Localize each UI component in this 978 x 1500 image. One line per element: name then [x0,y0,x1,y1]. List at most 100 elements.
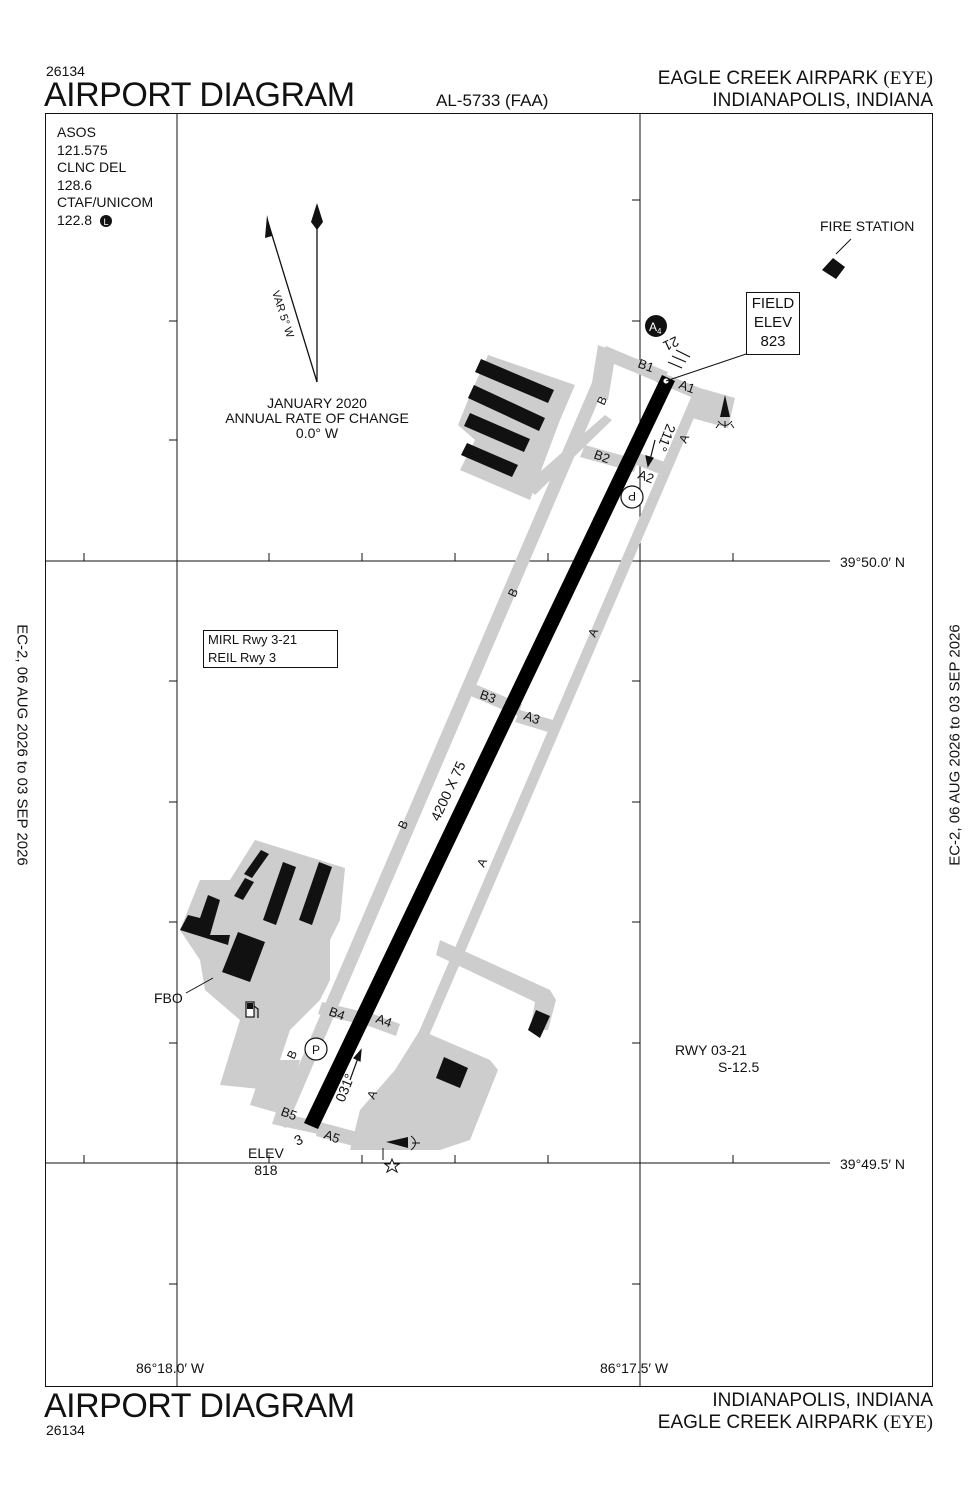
field-elev-label2: ELEV [753,314,793,331]
runway-strength: S-12.5 [718,1059,760,1075]
north-arrows [265,203,323,383]
beacon-star-icon [383,1157,401,1174]
taxiway-label-b-end: B [284,1048,300,1061]
runway-03-21 [304,375,675,1129]
hot-spot-number: 4 [657,327,662,336]
south-east-taxilane [436,940,556,1030]
freq-asos-name: ASOS [57,124,96,140]
field-elev-leader [665,349,759,382]
taxiway-label-a3: A3 [522,708,542,728]
diagram-frame [45,113,933,1387]
taxiway-label-b4: B4 [327,1004,347,1024]
hangar-se1 [436,1057,468,1088]
taxiway-label-b2: B2 [592,447,612,467]
fire-station-label: FIRE STATION [820,218,915,234]
chart-number-top: 26134 [46,63,85,79]
hangar-se2 [528,1010,550,1038]
hangar-sw1 [244,850,269,878]
airport-name-top: EAGLE CREEK AIRPARK (EYE) [658,68,933,90]
fbo-building-b [222,932,265,982]
runway-end-3: 3 [292,1131,306,1149]
field-elev-value: 823 [760,333,786,350]
north-ramp [590,345,616,400]
hangar-sw2 [263,862,296,925]
chart-title-bottom: AIRPORT DIAGRAM [44,1387,355,1425]
fbo-building-a [180,895,230,945]
fuel-icon [245,1001,259,1018]
runway-lighting-box: MIRL Rwy 3-21 REIL Rwy 3 [203,630,338,668]
variation-label: VAR 5° W [269,289,296,340]
south-east-apron [350,1030,498,1150]
true-north-icon [311,203,323,230]
freq-clnc-name: CLNC DEL [57,159,127,175]
taxiway-label-a5: A5 [322,1127,342,1147]
airport-name-bottom-text: EAGLE CREEK AIRPARK [657,1412,879,1433]
chart-number-bottom: 26134 [46,1422,85,1438]
latitude-bottom: 39°49.5′ N [840,1156,906,1172]
coordinate-grid [45,113,830,1387]
parking-south-icon [304,1037,328,1061]
taxiway-label-a-south: A [474,856,490,869]
taxiway-label-b3: B3 [478,687,498,707]
magnetic-change-block: JANUARY 2020 ANNUAL RATE OF CHANGE 0.0° … [217,396,417,441]
north-connector [525,415,612,495]
procedure-id: AL-5733 (FAA) [436,91,549,110]
parking-north-label: P [628,489,636,503]
hangar-sw3 [299,862,332,925]
taxiway-label-a4: A4 [374,1011,394,1031]
fbo-leader [185,977,214,994]
south-east-ramp-strip [395,1100,420,1150]
freq-ctaf-name: CTAF/UNICOM [57,194,154,210]
longitude-right: 86°17.5′ W [600,1360,669,1376]
hangar-n3 [464,413,530,452]
taxiway-b [274,350,618,1128]
reil-light-3 [382,1135,420,1160]
freq-clnc-value: 128.6 [57,176,93,193]
reil-text: REIL Rwy 3 [208,650,277,665]
connector-a4 [363,1012,400,1036]
airport-id-bottom-text: (EYE) [883,1412,933,1433]
fbo-label: FBO [154,990,183,1006]
hangar-sw4 [234,878,254,900]
longitude-left: 86°18.0′ W [136,1360,205,1376]
pavement [180,345,735,1150]
parking-south-label: P [312,1043,320,1057]
reil-light-21 [715,395,735,429]
magnetic-north-icon [265,215,272,238]
freq-asos-value: 121.575 [57,141,108,158]
connector-b5 [272,1112,322,1134]
field-elev-label1: FIELD [751,295,795,312]
hot-spot-a4-icon [645,315,667,337]
fbo-apron-south [250,1060,300,1115]
runway-21-threshold-marks [667,349,691,369]
right-margin-effective-dates: EC-2, 06 AUG 2026 to 03 SEP 2026 [946,624,964,866]
fire-station-building [822,258,845,279]
hangar-n2 [468,385,545,431]
frequency-block: ASOS 121.575 CLNC DEL 128.6 CTAF/UNICOM … [57,124,153,229]
airport-name-bottom: EAGLE CREEK AIRPARK (EYE) [658,1412,933,1434]
fbo-apron [180,840,345,1090]
chart-title-top: AIRPORT DIAGRAM [44,76,355,114]
field-elevation-box: FIELD ELEV 823 [746,292,800,355]
runway-3-elev-label: ELEV [248,1145,284,1161]
buildings [180,258,845,1088]
taxiway-label-a2: A2 [636,467,656,487]
runway-designation: RWY 03-21 [675,1042,747,1058]
ctaf-lighting-letter: L [103,217,108,227]
freq-ctaf-value: 122.8 [57,211,93,228]
magnetic-epoch: JANUARY 2020 [267,395,367,411]
runway-info: RWY 03-21 S-12.5 [675,1042,759,1076]
airport-name-text: EAGLE CREEK AIRPARK [657,68,879,89]
runway-3-elev-value: 818 [254,1162,278,1178]
magnetic-rate-label: ANNUAL RATE OF CHANGE [225,410,409,426]
latitude-top: 39°50.0′ N [840,554,906,570]
city-state-bottom: INDIANAPOLIS, INDIANA [712,1390,933,1411]
hangar-n1 [475,359,554,403]
taxiway-label-b1: B1 [636,356,656,376]
airport-id-text: (EYE) [883,68,933,89]
hot-spot-letter: A [649,320,657,334]
runway-heading-arrows [349,439,656,1081]
runway-3-elevation: ELEV 818 [248,1145,284,1179]
east-pad-a1 [692,388,735,428]
